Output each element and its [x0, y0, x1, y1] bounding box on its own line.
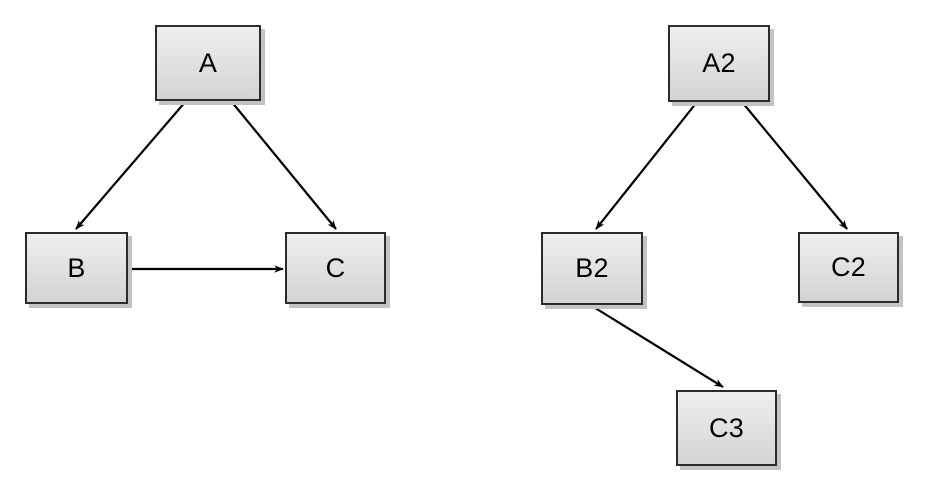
node-c3[interactable]: C3 [676, 390, 777, 466]
edge-a-to-b [75, 100, 187, 230]
node-b2[interactable]: B2 [541, 232, 643, 305]
edge-a-to-c [230, 100, 337, 230]
node-a2-label: A2 [702, 48, 736, 78]
node-a2[interactable]: A2 [668, 25, 770, 102]
node-c[interactable]: C [285, 232, 386, 304]
node-c-label: C [325, 252, 346, 283]
node-a[interactable]: A [155, 25, 261, 101]
edge-b2-to-c3 [591, 305, 724, 388]
node-a-label: A [198, 47, 218, 78]
node-b2-label: B2 [575, 253, 609, 283]
edge-a2-to-c2 [741, 101, 848, 230]
node-c3-label: C3 [709, 412, 744, 443]
node-c2[interactable]: C2 [798, 232, 899, 303]
node-b[interactable]: B [25, 232, 128, 304]
edge-a2-to-b2 [595, 101, 698, 230]
node-c2-label: C2 [831, 252, 866, 282]
node-b-label: B [67, 252, 86, 283]
